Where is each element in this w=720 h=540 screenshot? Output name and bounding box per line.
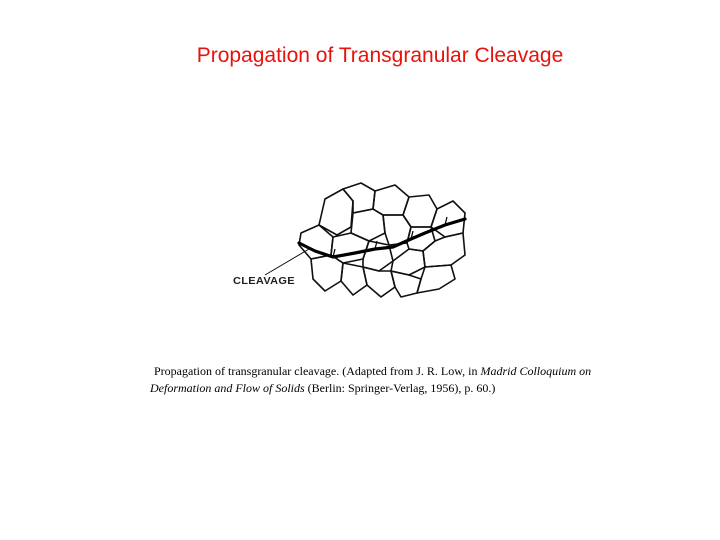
label-leader-line bbox=[264, 248, 310, 276]
slide-title: Propagation of Transgranular Cleavage bbox=[196, 44, 564, 67]
figure-caption: Propagation of transgranular cleavage. (… bbox=[150, 363, 600, 397]
caption-line-1: Propagation of transgranular cleavage. (… bbox=[150, 363, 600, 380]
grain-structure-drawing bbox=[264, 182, 467, 298]
cleavage-crack-line bbox=[297, 217, 467, 259]
grain bbox=[422, 232, 466, 268]
grain bbox=[416, 264, 456, 294]
cleavage-label: CLEAVAGE bbox=[233, 276, 295, 287]
grain bbox=[350, 208, 386, 242]
grain bbox=[372, 184, 410, 216]
grain bbox=[310, 254, 344, 292]
grain bbox=[362, 266, 396, 298]
caption-italic-2: Deformation and Flow of Solids bbox=[150, 381, 305, 395]
grain bbox=[342, 182, 376, 214]
caption-line-2: Deformation and Flow of Solids (Berlin: … bbox=[150, 380, 600, 397]
caption-italic-1: Madrid Colloquium on bbox=[480, 364, 592, 378]
grain bbox=[362, 240, 394, 272]
caption-text-1: Propagation of transgranular cleavage. (… bbox=[154, 364, 481, 378]
cleavage-diagram: CLEAVAGE bbox=[225, 175, 485, 310]
grain bbox=[340, 262, 368, 296]
grain bbox=[390, 248, 426, 276]
caption-text-2: (Berlin: Springer-Verlag, 1956), p. 60.) bbox=[304, 381, 496, 395]
